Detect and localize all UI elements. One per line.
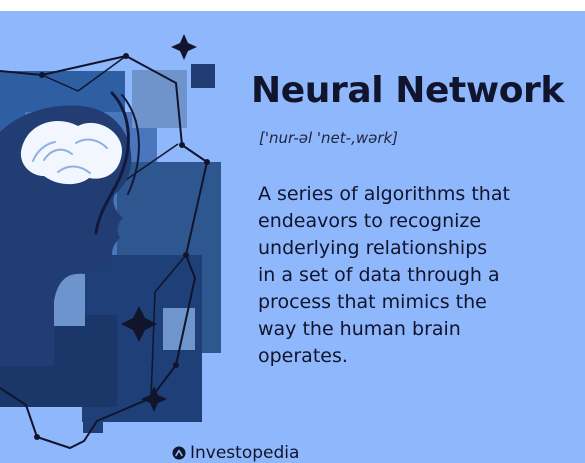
- network-node-icon: [204, 159, 210, 165]
- network-node-icon: [173, 362, 179, 368]
- small-blue-square: [163, 308, 195, 350]
- small-navy-square: [191, 64, 215, 88]
- network-node-icon: [179, 142, 185, 148]
- network-node-icon: [183, 252, 189, 258]
- investopedia-brand-text: Investopedia: [190, 443, 300, 463]
- hair-strand-line: [94, 91, 130, 235]
- neural-network-illustration: [0, 34, 221, 449]
- bottom-navy-square: [83, 407, 103, 433]
- pronunciation-text: ['nur-əl 'net-,wərk]: [259, 129, 399, 147]
- investopedia-logo-icon: [172, 446, 186, 460]
- network-node-icon: [34, 434, 40, 440]
- brain-fold-lines: [32, 138, 108, 174]
- sparkle-star-icon: [171, 34, 197, 60]
- definition-text: A series of algorithms that endeavors to…: [258, 183, 510, 367]
- top-white-band: [0, 0, 585, 11]
- sparkle-star-icon: [141, 386, 167, 412]
- sparkle-star-icon: [121, 306, 157, 342]
- network-outline-line: [0, 55, 208, 449]
- investopedia-logo: Investopedia: [172, 443, 299, 463]
- network-connection-lines: [41, 55, 187, 399]
- network-node-icon: [39, 72, 45, 78]
- hair-strand-line-secondary: [121, 94, 140, 195]
- page-title: Neural Network: [251, 70, 564, 111]
- network-node-icon: [123, 53, 129, 59]
